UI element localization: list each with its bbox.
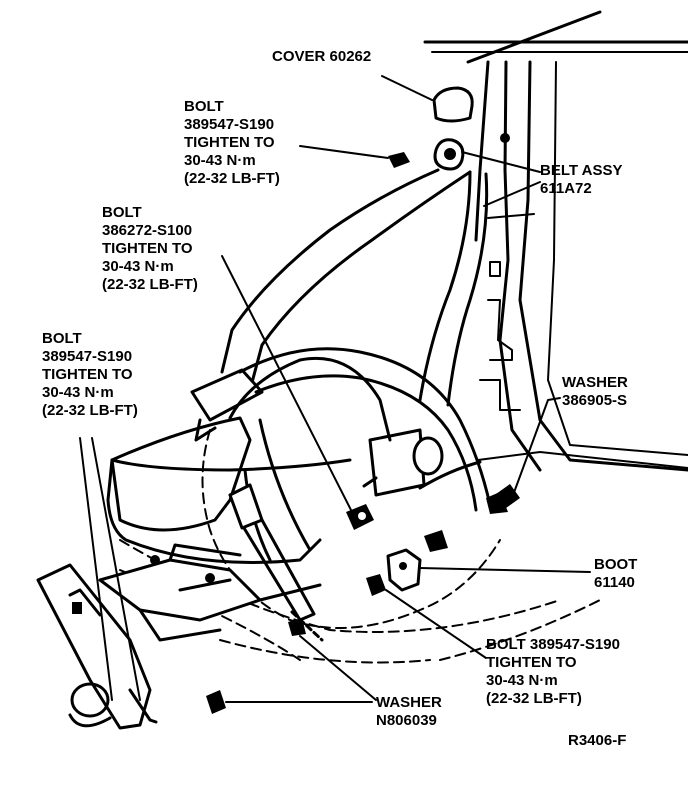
leader-washer-right [511, 397, 561, 499]
leader-bolt-bottom [385, 589, 487, 659]
belt-webbing [220, 168, 489, 407]
floor-bracket [98, 543, 322, 642]
leader-belt-assy [461, 151, 541, 173]
callout-bolt-left: BOLT 389547-S190 TIGHTEN TO 30-43 N·m (2… [42, 330, 138, 419]
buckle-stalk [36, 563, 158, 730]
b-pillar [423, 10, 688, 472]
seat [106, 356, 392, 564]
lower-belt-strap [228, 483, 324, 642]
latch-plate [190, 347, 492, 512]
leader-cover [381, 75, 433, 101]
leader-washer-bottom-2 [299, 635, 377, 701]
figure-id: R3406-F [568, 732, 627, 749]
boot-part [386, 548, 422, 592]
callout-cover: COVER 60262 [272, 48, 372, 65]
leader-bolt-mid [221, 255, 353, 513]
leader-bolt-top [299, 145, 389, 159]
callout-washer-bottom: WASHER N806039 [376, 694, 442, 729]
callout-bolt-top: BOLT 389547-S190 TIGHTEN TO 30-43 N·m (2… [184, 98, 280, 187]
callout-boot: BOOT 61140 [594, 556, 638, 591]
leader-belt-assy-2 [483, 181, 541, 207]
callout-washer-right: WASHER 386905-S [562, 374, 628, 409]
callout-bolt-mid: BOLT 386272-S100 TIGHTEN TO 30-43 N·m (2… [102, 204, 198, 293]
leader-lines [79, 75, 591, 703]
leader-boot [419, 567, 591, 573]
leader-bolt-left [79, 437, 113, 701]
retractor [362, 428, 482, 497]
cover-part [432, 86, 474, 123]
leader-bolt-left-2 [91, 437, 141, 701]
callout-belt-assy: BELT ASSY 611A72 [540, 162, 623, 197]
upper-anchor [388, 138, 465, 171]
callout-bolt-bottom: BOLT 389547-S190 TIGHTEN TO 30-43 N·m (2… [486, 636, 620, 707]
